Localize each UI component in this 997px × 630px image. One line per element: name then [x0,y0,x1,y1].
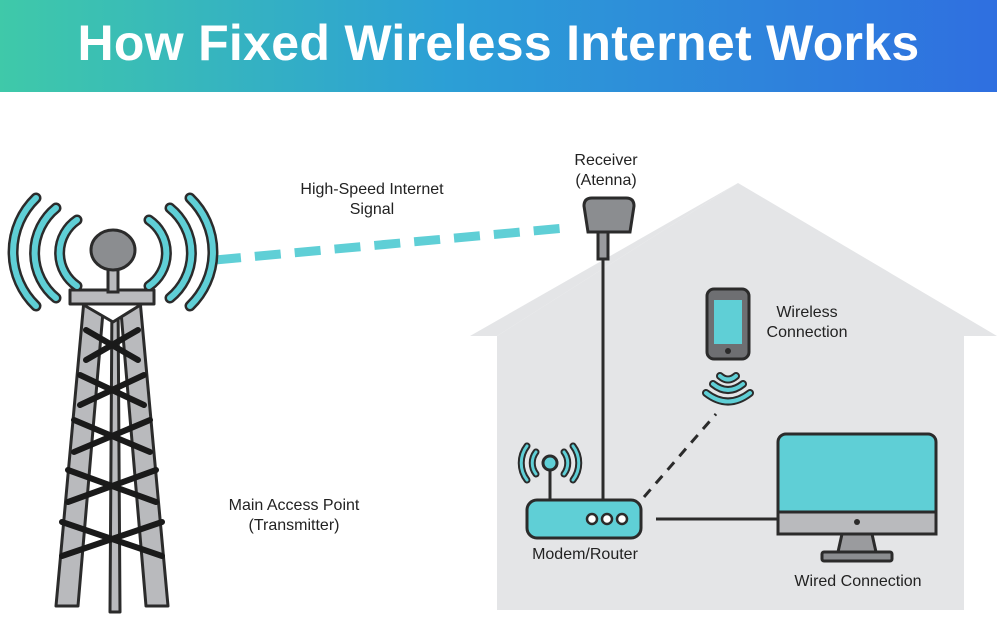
wifi-waves-icon [702,372,754,406]
wireless-label-line1: Wireless [776,304,838,321]
tower-antenna [89,228,137,294]
router-icon [517,442,643,540]
wireless-connection-label: Wireless Connection [752,303,862,343]
header-banner [0,0,997,92]
wireless-link-line [642,413,718,498]
broadcast-waves-icon [7,192,219,312]
desktop-monitor-icon [776,432,938,563]
internet-signal-beam [214,223,566,265]
signal-label: High-Speed Internet Signal [272,180,472,220]
receiver-label-line1: Receiver [574,152,638,169]
signal-label-line1: High-Speed Internet [300,181,444,198]
wired-connection-label: Wired Connection [794,573,922,590]
receiver-label-line2: (Atenna) [575,172,637,189]
transmitter-label-line1: Main Access Point [228,497,360,514]
transmitter-label-line2: (Transmitter) [248,517,340,534]
router-label: Modem/Router [532,546,638,563]
transmitter-tower [54,288,170,614]
signal-label-line2: Signal [349,201,395,218]
wireless-label-line2: Connection [766,324,848,341]
receiver-label: Receiver (Atenna) [556,151,656,191]
phone-icon [705,287,751,361]
tower-cross-bracing [59,327,165,559]
transmitter-label: Main Access Point (Transmitter) [204,496,384,536]
page-title: How Fixed Wireless Internet Works [77,15,920,71]
